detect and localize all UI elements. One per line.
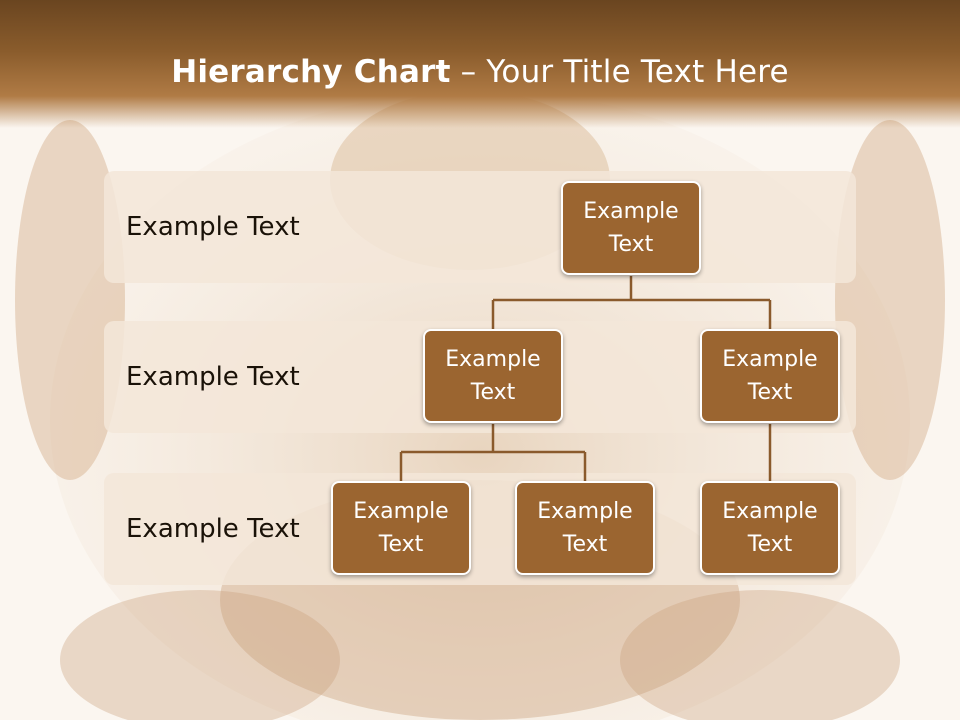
level-2-label: Example Text (126, 362, 300, 392)
level-1-label: Example Text (126, 212, 300, 242)
node-root[interactable]: Example Text (561, 181, 701, 275)
title-rest-part: – Your Title Text Here (450, 54, 789, 90)
node-level2-right[interactable]: Example Text (700, 329, 840, 423)
title-bar (0, 0, 960, 128)
node-level3-a[interactable]: Example Text (331, 481, 471, 575)
node-level3-c[interactable]: Example Text (700, 481, 840, 575)
level-band-1: Example Text (104, 171, 856, 283)
node-level2-left[interactable]: Example Text (423, 329, 563, 423)
slide-title: Hierarchy Chart – Your Title Text Here (0, 54, 960, 90)
node-level3-b[interactable]: Example Text (515, 481, 655, 575)
level-3-label: Example Text (126, 514, 300, 544)
title-bold-part: Hierarchy Chart (171, 54, 451, 90)
